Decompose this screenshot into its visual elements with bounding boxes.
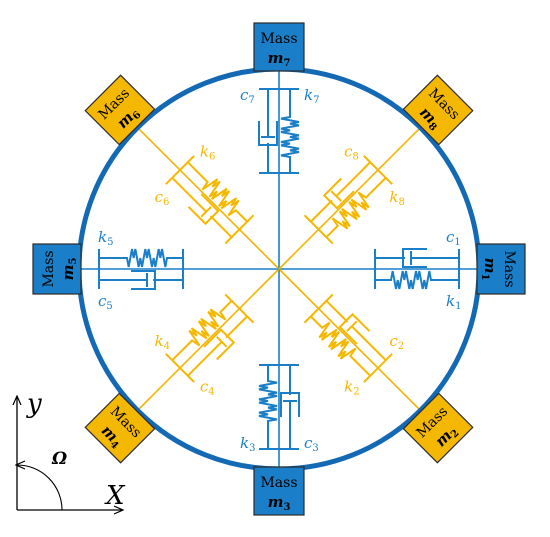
- spring-label-8: k8: [389, 188, 404, 208]
- mass-block: [402, 74, 474, 146]
- spring-8: [325, 177, 387, 238]
- damper-6: [187, 193, 220, 226]
- damper-label-4: c4: [200, 377, 215, 397]
- damper-4: [203, 328, 236, 361]
- mass-block: [253, 466, 305, 516]
- damper-label-2: c2: [389, 332, 404, 352]
- spring-label-5: k5: [98, 228, 113, 248]
- mass-word: Mass: [501, 250, 517, 287]
- spring-label-7: k7: [304, 86, 319, 106]
- spring-label-3: k3: [240, 434, 255, 454]
- spring-5: [99, 248, 183, 268]
- spring-damper-unit-4: [165, 293, 255, 383]
- spring-1: [375, 270, 459, 290]
- omega-label: Ω: [51, 449, 67, 469]
- x-axis-label: X: [104, 481, 126, 511]
- damper-3: [280, 392, 300, 417]
- mass-block: [32, 243, 82, 295]
- damper-1: [402, 248, 427, 268]
- spoke-6: [133, 123, 280, 270]
- spoke-4: [133, 268, 280, 415]
- mass-block: [84, 392, 156, 464]
- spoke-8: [278, 123, 425, 270]
- spring-label-2: k2: [344, 377, 359, 397]
- damper-8: [322, 177, 355, 210]
- mass-word: Mass: [260, 31, 297, 47]
- mass-word: Mass: [260, 475, 297, 491]
- spring-6: [187, 161, 248, 223]
- mass-word: Mass: [41, 250, 57, 287]
- damper-label-8: c8: [344, 143, 359, 163]
- spring-damper-unit-3: [258, 364, 300, 450]
- mass-block: [476, 243, 526, 295]
- spring-damper-unit-6: [165, 155, 255, 245]
- mass-block: [253, 22, 305, 72]
- mass-block: [84, 74, 156, 146]
- damper-5: [131, 270, 156, 290]
- spring-damper-unit-8: [303, 155, 393, 245]
- damper-2: [338, 312, 371, 345]
- y-axis-label: y: [26, 389, 42, 419]
- damper-label-7: c7: [240, 86, 255, 106]
- spring-label-1: k1: [446, 292, 461, 312]
- spring-damper-unit-5: [98, 248, 184, 290]
- spring-damper-unit-2: [303, 293, 393, 383]
- spring-label-4: k4: [155, 332, 170, 352]
- spring-4: [171, 300, 233, 361]
- spring-3: [258, 365, 278, 449]
- spring-7: [280, 89, 300, 173]
- mass-block: [402, 392, 474, 464]
- spring-damper-unit-1: [374, 248, 460, 290]
- spring-damper-unit-7: [258, 88, 300, 174]
- damper-7: [258, 121, 278, 146]
- omega-arc: [17, 465, 63, 511]
- coordinate-axes: y X Ω: [17, 389, 126, 511]
- spokes-layer: [74, 64, 484, 474]
- spring-damper-layer: c1 k1 c2 k2 c3 k3 c4 k4 c5 k5 c6 k6 c7 k7 c8 k8: [98, 86, 461, 454]
- damper-label-5: c5: [98, 292, 113, 312]
- spoke-2: [278, 268, 425, 415]
- spring-label-6: k6: [200, 143, 215, 163]
- damper-label-1: c1: [446, 228, 461, 248]
- spring-2: [310, 315, 371, 377]
- damper-label-3: c3: [304, 434, 319, 454]
- damper-label-6: c6: [155, 188, 170, 208]
